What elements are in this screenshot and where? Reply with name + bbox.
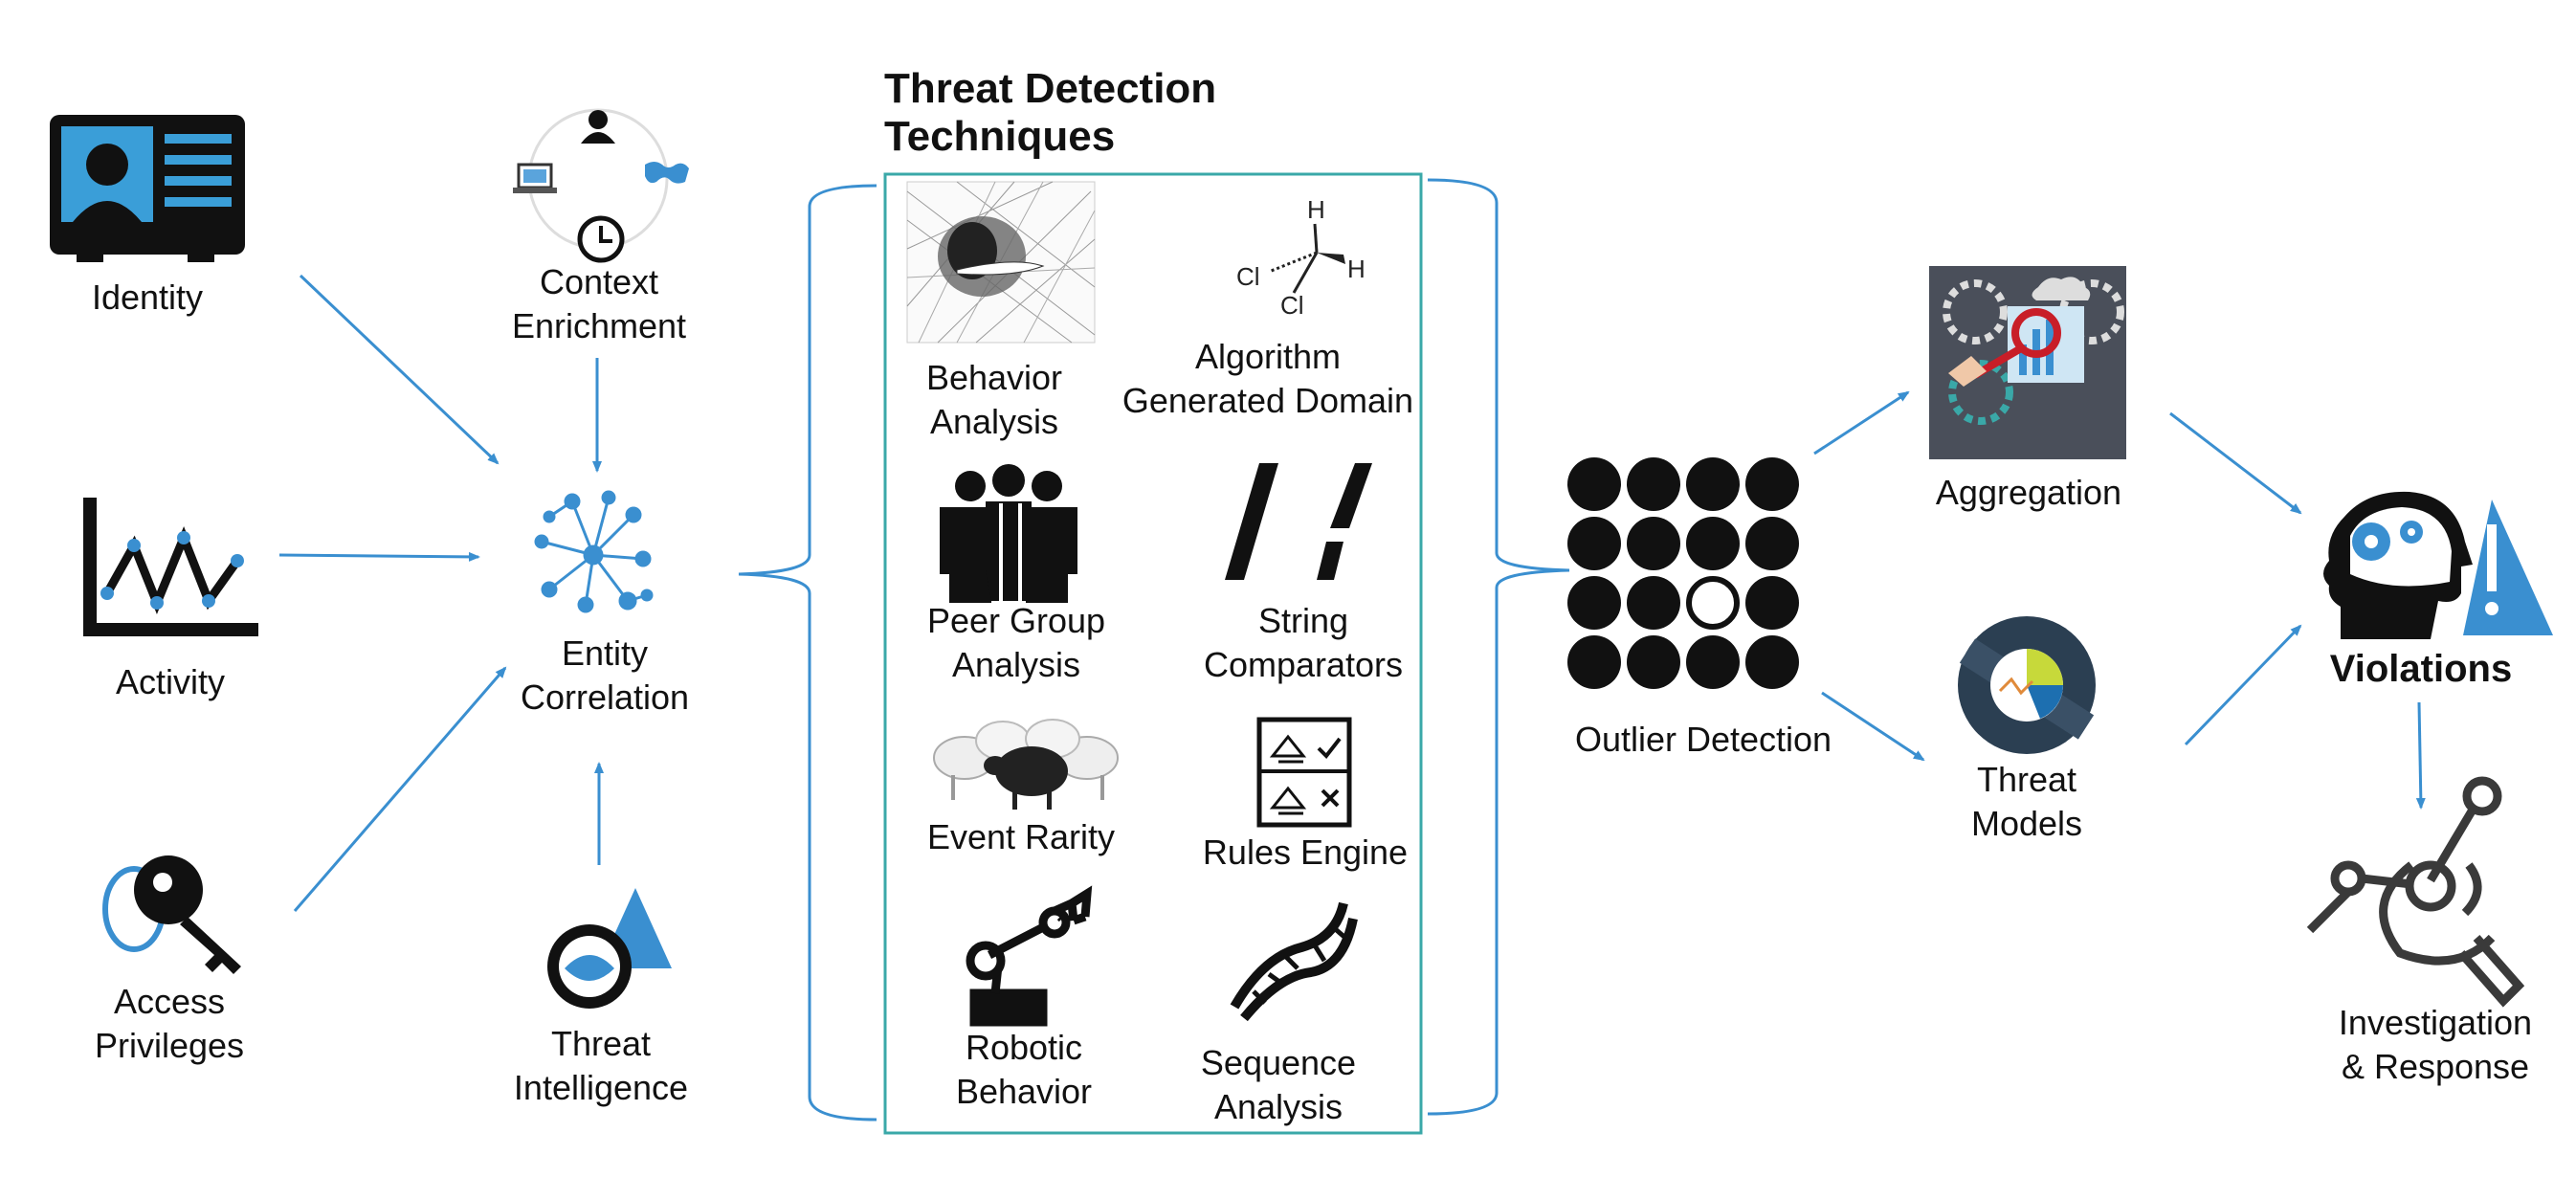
context-enrichment-icon — [513, 108, 689, 263]
svg-text:Cl: Cl — [1236, 262, 1260, 291]
right-brace — [1427, 178, 1570, 1116]
input-arrows — [278, 274, 604, 912]
peer-group-label: Peer Group Analysis — [926, 601, 1106, 684]
threat-intelligence-icon — [547, 888, 672, 1009]
string-comparators-icon — [1225, 463, 1372, 580]
behavior-analysis-label: Behavior Analysis — [925, 358, 1063, 441]
robot-arm-icon — [966, 885, 1093, 1027]
threat-models-icon — [1958, 616, 2096, 754]
peer-group-icon — [940, 464, 1077, 603]
event-rarity-label: Event Rarity — [926, 817, 1116, 856]
violations-icon — [2323, 491, 2553, 639]
risk-aggregation-label: Aggregation — [1935, 473, 2122, 512]
threat-models-label: Threat Models — [1970, 760, 2083, 843]
outlier-grid-icon — [1567, 457, 1799, 689]
threat-intelligence-label: Threat Intelligence — [513, 1024, 689, 1107]
activity-label: Activity — [115, 662, 225, 701]
left-brace — [738, 184, 877, 1121]
risk-aggregation-icon — [1929, 266, 2126, 459]
key-icon — [102, 855, 241, 974]
algorithm-domain-label: Algorithm Generated Domain — [1121, 337, 1414, 420]
svg-text:Cl: Cl — [1280, 291, 1304, 320]
techniques-box — [883, 172, 1423, 1135]
context-enrichment-label: Context Enrichment — [511, 262, 687, 345]
identity-card-icon — [50, 115, 245, 262]
robotic-behavior-label: Robotic Behavior — [955, 1028, 1093, 1111]
violations-label: Violations — [2329, 648, 2513, 690]
entity-correlation-label: Entity Correlation — [520, 633, 690, 717]
svg-text:H: H — [1307, 195, 1325, 224]
investigation-response-label: Investigation & Response — [2338, 1003, 2533, 1086]
molecule-icon: H H Cl Cl — [1236, 195, 1366, 320]
investigation-icon — [2306, 776, 2525, 1008]
activity-chart-icon — [83, 498, 258, 636]
diagram-title: Threat Detection Techniques — [884, 65, 1217, 160]
svg-text:H: H — [1347, 255, 1366, 283]
behavior-analysis-icon — [906, 181, 1096, 344]
dna-icon — [1230, 901, 1358, 1022]
entity-correlation-icon — [534, 490, 654, 613]
string-comparators-label: String Comparators — [1203, 601, 1404, 684]
outlier-detection-label: Outlier Detection — [1574, 720, 1832, 759]
access-privileges-label: Access Privileges — [94, 982, 245, 1065]
rules-engine-icon — [1256, 717, 1352, 828]
outlier-arrows — [1813, 390, 2426, 810]
rules-engine-label: Rules Engine — [1202, 833, 1409, 872]
identity-label: Identity — [91, 278, 204, 317]
sequence-analysis-label: Sequence Analysis — [1200, 1043, 1357, 1126]
event-rarity-icon — [933, 719, 1119, 810]
